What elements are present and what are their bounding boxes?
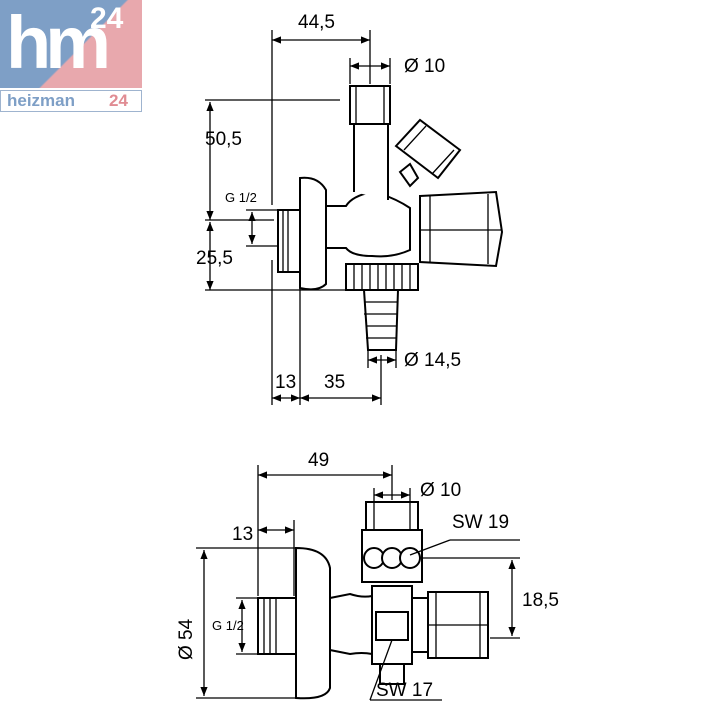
bottom-view: 49 Ø 10 13 SW 19 18,5 Ø 54 G 1/2 SW 17: [176, 450, 559, 701]
bottom-dim-width: 49: [308, 450, 329, 471]
top-dim-height-lower: 25,5: [196, 248, 233, 269]
bottom-valve-body: [257, 501, 489, 700]
top-dim-diameter-top: Ø 10: [404, 56, 445, 77]
top-dim-offset-left: 13: [275, 372, 296, 393]
top-dim-offset-right: 35: [324, 372, 345, 393]
top-dimension-lines: [205, 30, 397, 405]
bottom-dim-thread: G 1/2: [212, 618, 244, 633]
logo-name: heizman: [7, 91, 76, 110]
logo-wordmark: heizman 24: [0, 90, 142, 112]
top-dim-diameter-hose: Ø 14,5: [404, 350, 461, 371]
top-dim-height-upper: 50,5: [205, 129, 242, 150]
top-dim-thread: G 1/2: [225, 190, 257, 205]
bottom-dim-diameter-rosette: Ø 54: [176, 618, 197, 660]
bottom-dimension-lines: [196, 465, 520, 701]
bottom-dim-offset-left: 13: [232, 524, 253, 545]
top-view: 44,5 Ø 10 50,5 G 1/2 25,5 Ø 14,5 13 35: [196, 12, 504, 405]
bottom-dim-height-right: 18,5: [522, 590, 559, 611]
bottom-dim-wrench-upper: SW 19: [452, 512, 509, 533]
bottom-dim-wrench-lower: SW 17: [376, 680, 433, 701]
logo-name-number: 24: [109, 91, 128, 110]
top-valve-body: [277, 85, 504, 351]
logo-badge: hm 24: [0, 0, 142, 88]
brand-logo[interactable]: hm 24 heizman 24: [0, 0, 142, 115]
logo-superscript: 24: [90, 2, 124, 35]
logo-mark: hm: [6, 1, 111, 84]
bottom-dim-diameter-top: Ø 10: [420, 480, 461, 501]
top-dim-width: 44,5: [298, 12, 335, 33]
